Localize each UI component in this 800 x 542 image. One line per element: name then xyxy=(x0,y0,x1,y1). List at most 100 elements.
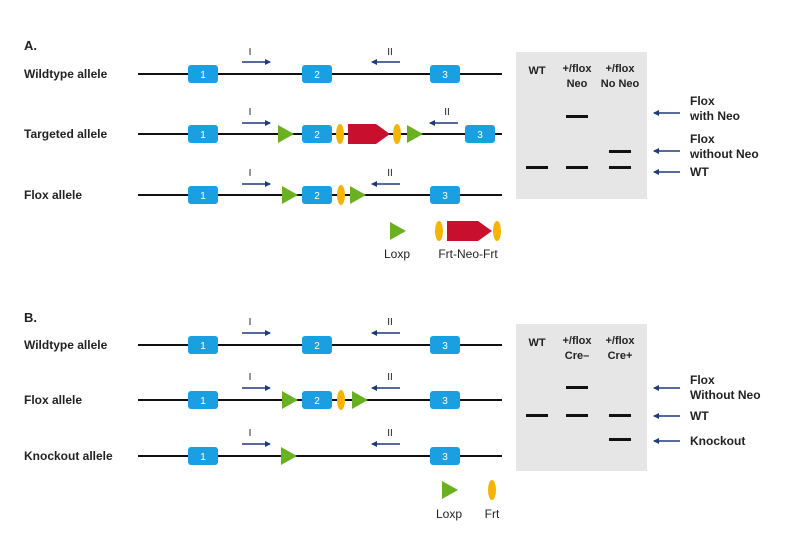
exon-1: 1 xyxy=(188,65,218,83)
gel-background xyxy=(516,324,647,471)
frt-legend-icon xyxy=(493,221,501,241)
loxp-site xyxy=(282,391,298,409)
exon-3: 3 xyxy=(465,125,495,143)
exon-3: 3 xyxy=(430,336,460,354)
svg-text:2: 2 xyxy=(314,191,320,202)
band-label: WT xyxy=(690,409,709,423)
panel-a: A. Wildtype allele 1 2 3 I II xyxy=(24,38,759,261)
gel-lane-header: Neo xyxy=(567,78,588,90)
band-label: without Neo xyxy=(689,147,759,161)
loxp-site xyxy=(281,447,297,465)
allele-label: Wildtype allele xyxy=(24,338,108,352)
panel-b-heading: B. xyxy=(24,310,37,325)
allele-row-wildtype-a: Wildtype allele 1 2 3 I II xyxy=(24,47,502,83)
gel-band xyxy=(566,115,588,118)
allele-row-knockout-b: Knockout allele 1 3 I II xyxy=(24,428,502,465)
frt-site xyxy=(336,124,344,144)
neo-cassette xyxy=(348,124,390,144)
gel-band xyxy=(526,166,548,169)
primer-reverse: II xyxy=(429,107,458,126)
svg-text:1: 1 xyxy=(200,130,206,141)
band-label: Flox xyxy=(690,132,715,146)
allele-label: Wildtype allele xyxy=(24,67,108,81)
primer-reverse: II xyxy=(371,317,400,336)
primer-reverse: II xyxy=(371,372,400,391)
gel-band xyxy=(566,166,588,169)
gel-band xyxy=(526,414,548,417)
exon-1: 1 xyxy=(188,125,218,143)
band-label: Flox xyxy=(690,94,715,108)
svg-text:II: II xyxy=(387,168,393,179)
svg-text:II: II xyxy=(444,107,450,118)
allele-label: Flox allele xyxy=(24,188,82,202)
exon-3: 3 xyxy=(430,65,460,83)
frt-site xyxy=(337,185,345,205)
svg-text:2: 2 xyxy=(314,396,320,407)
svg-text:3: 3 xyxy=(442,191,448,202)
exon-3: 3 xyxy=(430,186,460,204)
gel-band xyxy=(566,414,588,417)
exon-3: 3 xyxy=(430,391,460,409)
exon-3: 3 xyxy=(430,447,460,465)
loxp-legend-icon xyxy=(442,481,458,499)
band-label: Knockout xyxy=(690,434,745,448)
svg-text:2: 2 xyxy=(314,130,320,141)
legend-b: Loxp Frt xyxy=(436,480,500,521)
gel-background xyxy=(516,52,647,199)
loxp-site xyxy=(278,125,294,143)
allele-row-flox-b: Flox allele 1 2 3 I II xyxy=(24,372,502,410)
frt-site xyxy=(393,124,401,144)
exon-2: 2 xyxy=(302,65,332,83)
band-label: Without Neo xyxy=(690,388,761,402)
svg-text:1: 1 xyxy=(200,396,206,407)
band-label: with Neo xyxy=(689,109,740,123)
svg-text:II: II xyxy=(387,372,393,383)
svg-text:3: 3 xyxy=(442,452,448,463)
gel-lane-header: WT xyxy=(528,337,545,349)
exon-2: 2 xyxy=(302,391,332,409)
loxp-site xyxy=(282,186,298,204)
gel-lane-header: +/flox xyxy=(605,63,635,75)
exon-1: 1 xyxy=(188,336,218,354)
allele-label: Knockout allele xyxy=(24,449,113,463)
gel-lane-header: +/flox xyxy=(562,63,592,75)
exon-1: 1 xyxy=(188,447,218,465)
primer-forward: I xyxy=(242,107,271,126)
frt-site xyxy=(337,390,345,410)
frt-neo-frt-legend-label: Frt-Neo-Frt xyxy=(438,247,498,261)
exon-2: 2 xyxy=(302,125,332,143)
svg-text:3: 3 xyxy=(442,341,448,352)
gel-band xyxy=(566,386,588,389)
gel-panel-a: WT +/flox Neo +/flox No Neo xyxy=(516,52,647,199)
panel-a-heading: A. xyxy=(24,38,37,53)
svg-text:1: 1 xyxy=(200,70,206,81)
gel-lane-header: No Neo xyxy=(601,78,640,90)
primer-forward: I xyxy=(242,372,271,391)
primer-reverse: II xyxy=(371,168,400,187)
primer-forward: I xyxy=(242,47,271,65)
band-labels-a: Flox with Neo Flox without Neo WT xyxy=(653,94,759,179)
svg-text:I: I xyxy=(249,47,252,58)
neo-legend-icon xyxy=(447,221,492,241)
gel-lane-header: Cre+ xyxy=(608,350,633,362)
svg-text:1: 1 xyxy=(200,452,206,463)
band-label: Flox xyxy=(690,373,715,387)
gel-lane-header: +/flox xyxy=(562,335,592,347)
gel-band xyxy=(609,166,631,169)
svg-text:I: I xyxy=(249,428,252,439)
allele-row-flox-a: Flox allele 1 2 3 I II xyxy=(24,168,502,205)
svg-text:I: I xyxy=(249,107,252,118)
svg-text:3: 3 xyxy=(442,396,448,407)
svg-text:II: II xyxy=(387,47,393,58)
allele-label: Targeted allele xyxy=(24,127,107,141)
gel-band xyxy=(609,438,631,441)
loxp-site xyxy=(407,125,423,143)
allele-label: Flox allele xyxy=(24,393,82,407)
primer-forward: I xyxy=(242,317,271,336)
gel-panel-b: WT +/flox Cre– +/flox Cre+ xyxy=(516,324,647,471)
gel-lane-header: +/flox xyxy=(605,335,635,347)
svg-text:II: II xyxy=(387,317,393,328)
exon-1: 1 xyxy=(188,391,218,409)
svg-text:2: 2 xyxy=(314,341,320,352)
